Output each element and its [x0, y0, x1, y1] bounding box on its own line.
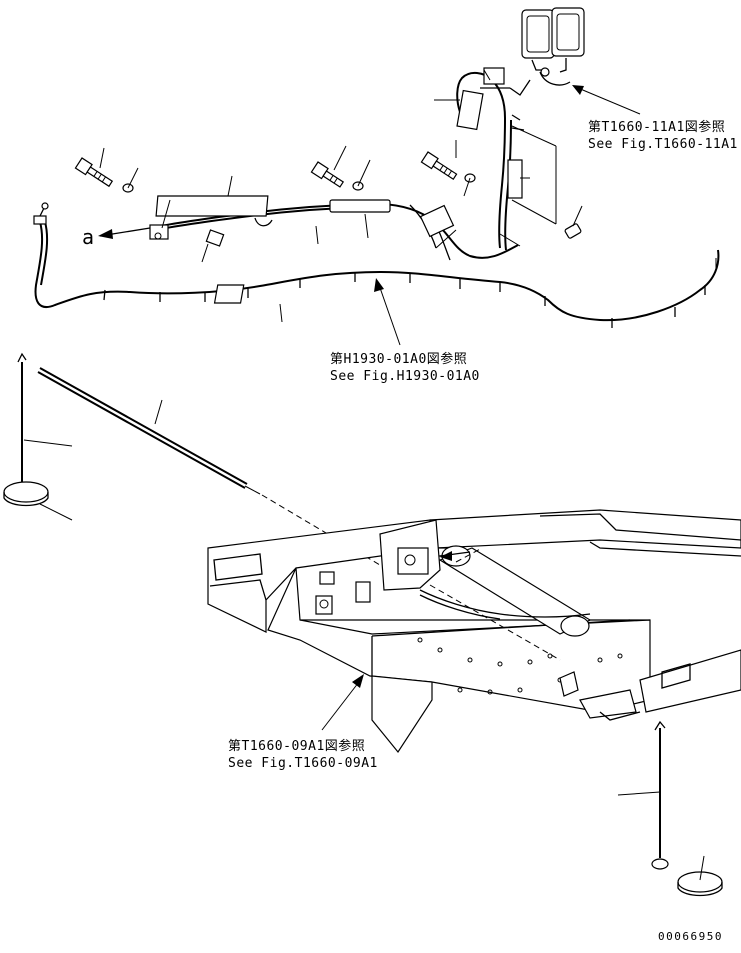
drawing-number: 00066950	[658, 930, 723, 943]
ref-top-right-en: See Fig.T1660-11A1	[588, 137, 738, 152]
wiring-harness-upper: a	[33, 7, 720, 328]
direction-arrow-icon	[439, 551, 471, 561]
ref-middle-jp: 第H1930-01A0図参照	[330, 351, 467, 367]
ref-middle-en: See Fig.H1930-01A0	[330, 369, 480, 384]
sensor-connector-icon	[33, 202, 49, 225]
callout-bottom: 第T1660-09A1図参照 See Fig.T1660-09A1	[228, 674, 378, 771]
leader-lines	[99, 69, 717, 323]
direction-arrow-icon	[98, 227, 151, 239]
marker-stand-icon	[617, 720, 723, 897]
chassis-frame	[207, 509, 741, 754]
ref-bottom-jp: 第T1660-09A1図参照	[228, 738, 365, 754]
bolt-icon	[74, 151, 476, 193]
work-lamp-icon	[521, 7, 585, 86]
ref-bottom-en: See Fig.T1660-09A1	[228, 756, 378, 771]
arrow-label: a	[82, 225, 94, 249]
callout-middle: 第H1930-01A0図参照 See Fig.H1930-01A0	[330, 278, 480, 384]
ref-top-right-jp: 第T1660-11A1図参照	[588, 119, 725, 135]
callout-top-right: 第T1660-11A1図参照 See Fig.T1660-11A1	[572, 85, 738, 152]
marker-stand-icon	[3, 352, 73, 521]
